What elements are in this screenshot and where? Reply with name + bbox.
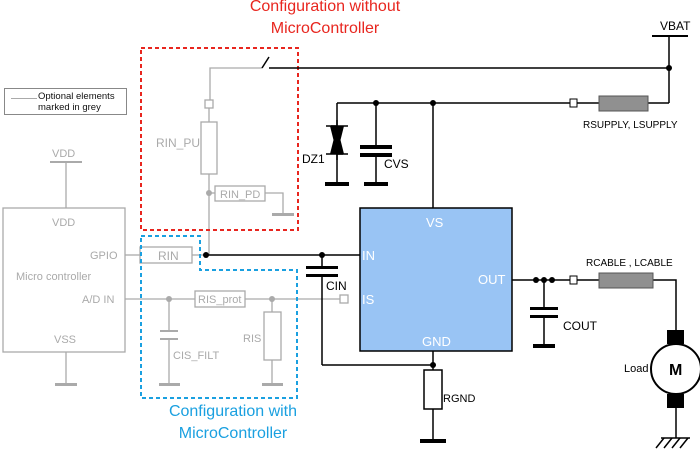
junction-in-left — [203, 252, 209, 258]
cis-filt-label: CIS_FILT — [173, 350, 220, 362]
micro-gpio-label: GPIO — [90, 250, 118, 262]
earth-hatch-3 — [671, 437, 681, 449]
rin-label: RIN — [158, 249, 179, 263]
ris-resistor — [263, 311, 282, 361]
legend-grey-line — [11, 98, 37, 99]
optional-elements — [2, 67, 349, 384]
pd-ground — [272, 213, 294, 216]
ic-in-label: IN — [362, 248, 375, 263]
pullup-wire-top — [209, 67, 262, 104]
cin-plate-bottom — [306, 274, 338, 277]
cvs-ground — [364, 182, 388, 186]
micro-vss-label: VSS — [54, 334, 76, 346]
ic-vs-label: VS — [426, 215, 444, 230]
cvs-plate-top — [360, 145, 392, 149]
rcable-lcable-block — [598, 272, 654, 289]
micro-vdd-label: VDD — [52, 217, 75, 229]
core-filled — [203, 65, 672, 443]
earth-hatch-4 — [679, 437, 689, 449]
ic-pin-labels: VS IN IS OUT GND — [362, 215, 506, 349]
dz1-zener-mark-bottom — [336, 153, 343, 160]
pd-wire-right — [265, 192, 284, 214]
cable-wire-right — [653, 279, 677, 330]
dz1-triangle-up — [330, 126, 344, 154]
junction-cin — [319, 252, 325, 258]
legend-box: Optional elements marked in grey — [4, 88, 127, 115]
earth-hatch-1 — [655, 437, 665, 449]
dz1-ground — [325, 182, 349, 186]
vbat-label: VBAT — [660, 19, 691, 33]
micro-name-label: Micro controller — [16, 271, 92, 283]
pullup-terminal — [204, 99, 214, 109]
rgnd-label: RGND — [443, 393, 475, 405]
switch-blade — [261, 56, 270, 69]
rgnd-ground — [420, 439, 446, 443]
cout-plate-bottom — [530, 315, 558, 318]
legend-line1: Optional elements — [38, 91, 115, 102]
rgnd-resistor — [423, 369, 443, 410]
without-mc-title-line1: Configuration without — [249, 0, 401, 15]
ris-junction — [269, 296, 275, 302]
optional-grounds — [55, 190, 294, 386]
junction-vs — [430, 100, 436, 106]
motor-label: M — [669, 362, 682, 379]
without-mc-dashed-box — [140, 47, 299, 231]
ris-ground — [262, 383, 283, 386]
is-terminal — [339, 294, 349, 304]
junction-gnd — [430, 362, 436, 368]
pd-junction — [206, 190, 212, 196]
junction-cvs — [373, 100, 379, 106]
ic-body — [359, 207, 513, 352]
cis-ground — [159, 383, 180, 386]
junction-out-2 — [541, 277, 547, 283]
ic-gnd-label: GND — [422, 334, 451, 349]
micro-vdd-top-label: VDD — [52, 148, 75, 160]
motor-bottom-terminal — [667, 394, 684, 408]
rsupply-lsupply-block — [598, 95, 649, 112]
supply-terminal — [569, 98, 578, 108]
load-label: Load — [624, 363, 648, 375]
rcable-lcable-label: RCABLE , LCABLE — [586, 258, 673, 269]
cvs-plate-bottom — [360, 153, 392, 157]
cvs-label: CVS — [384, 157, 409, 171]
legend-line2: marked in grey — [38, 102, 101, 113]
with-mc-title: Configuration with MicroController — [138, 401, 328, 445]
ic-out-label: OUT — [478, 272, 506, 287]
black-labels: DZ1 CVS CIN RGND COUT RSUPPLY, LSUPPLY R… — [302, 19, 691, 405]
earth-hatch-2 — [663, 437, 673, 449]
motor-circle — [650, 343, 700, 395]
with-mc-title-line2: MicroController — [178, 425, 288, 442]
without-mc-title-line2: MicroController — [270, 20, 380, 37]
cis-junction — [166, 296, 172, 302]
ris-label: RIS — [243, 333, 261, 345]
legend-text: Optional elements marked in grey — [38, 91, 115, 113]
dz1-zener-mark-top — [331, 120, 338, 127]
without-mc-title: Configuration without MicroController — [180, 0, 470, 40]
junction-vbat — [666, 65, 672, 71]
cin-label: CIN — [326, 279, 347, 293]
rsupply-lsupply-label: RSUPPLY, LSUPPLY — [583, 120, 678, 131]
with-mc-title-line1: Configuration with — [168, 403, 298, 420]
rin-pu-resistor — [200, 121, 218, 175]
grey-labels: VDD VDD GPIO Micro controller A/D IN VSS… — [16, 136, 261, 362]
dz1-label: DZ1 — [302, 152, 325, 166]
ris-prot-label: RIS_prot — [198, 294, 241, 306]
cin-plate-top — [306, 266, 338, 269]
micro-vss-ground — [55, 383, 77, 386]
micro-controller-box — [2, 207, 126, 353]
rin-pd-label: RIN_PD — [220, 189, 260, 201]
micro-ad-in-label: A/D IN — [82, 294, 114, 306]
motor-top-terminal — [667, 330, 684, 344]
junction-out-3 — [549, 277, 555, 283]
rin-pu-label: RIN_PU — [156, 136, 200, 150]
ic-is-label: IS — [362, 292, 375, 307]
junction-out-1 — [533, 277, 539, 283]
out-terminal — [569, 275, 578, 285]
cout-plate-top — [530, 307, 558, 310]
cout-label: COUT — [563, 319, 598, 333]
with-mc-dashed-box — [140, 235, 298, 399]
cout-ground — [533, 344, 555, 348]
